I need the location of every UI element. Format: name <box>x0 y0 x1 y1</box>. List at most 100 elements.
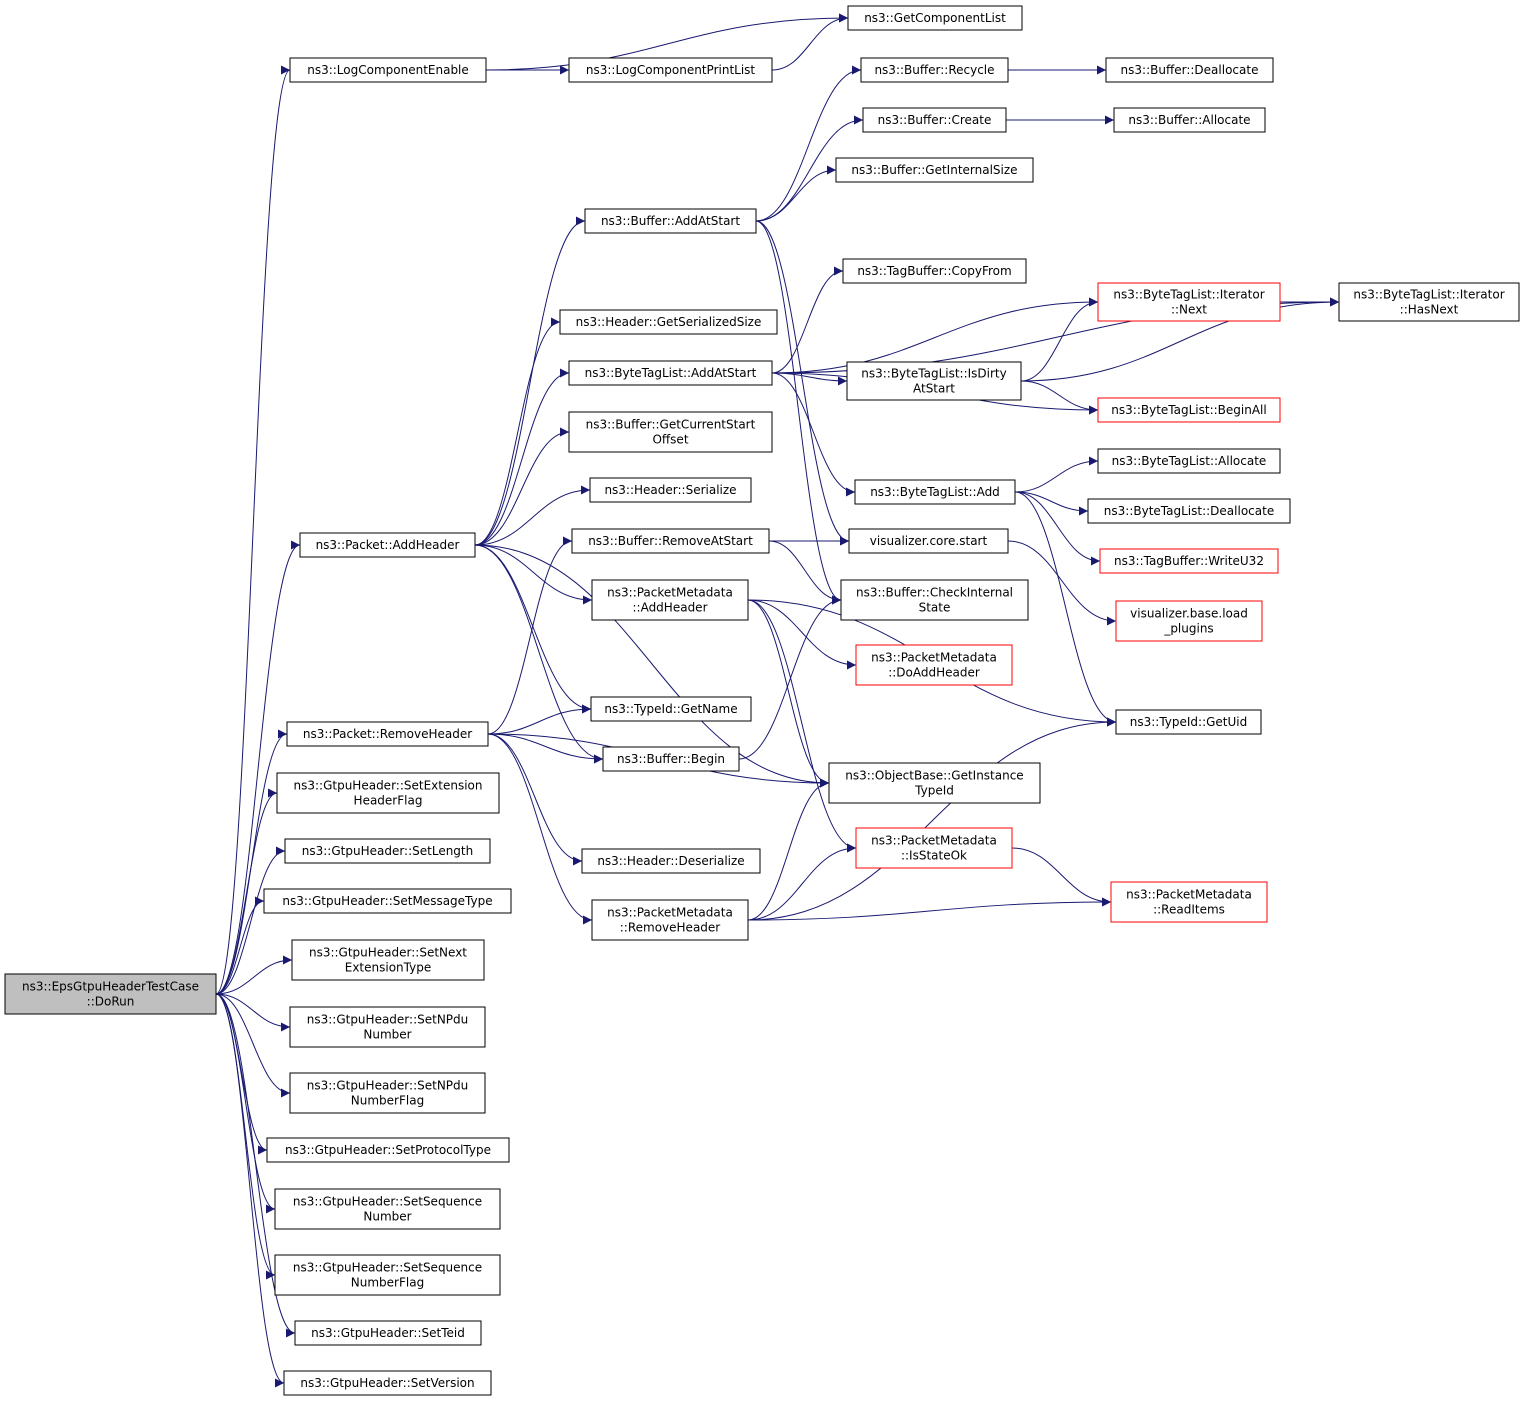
node-pAH[interactable]: ns3::Packet::AddHeader <box>299 532 476 558</box>
node-hDes[interactable]: ns3::Header::Deserialize <box>581 848 761 874</box>
edge-arrow <box>215 846 286 995</box>
node-label: ::RemoveHeader <box>620 921 721 935</box>
node-label: ns3::ByteTagList::Iterator <box>1353 288 1504 302</box>
edge-pmAH-to-pmDAH <box>747 599 857 670</box>
edge-arrow <box>771 297 1099 374</box>
edge-arrow <box>215 993 296 1338</box>
node-box <box>568 411 773 453</box>
node-pmRI[interactable]: ns3::PacketMetadata::ReadItems <box>1110 881 1268 923</box>
node-gcl[interactable]: ns3::GetComponentList <box>847 5 1023 31</box>
node-label: ns3::TagBuffer::CopyFrom <box>857 264 1011 278</box>
node-bGIS[interactable]: ns3::Buffer::GetInternalSize <box>835 157 1034 183</box>
node-pmRH[interactable]: ns3::PacketMetadata::RemoveHeader <box>591 899 749 941</box>
node-btlAdd[interactable]: ns3::ByteTagList::Add <box>854 479 1016 505</box>
node-vcs[interactable]: visualizer.core.start <box>848 528 1009 554</box>
edge-pmAH-to-pmISO <box>747 599 857 853</box>
edge-bBegin-to-bCIS <box>738 595 842 760</box>
node-gSPT[interactable]: ns3::GtpuHeader::SetProtocolType <box>266 1137 510 1163</box>
node-btlNext[interactable]: ns3::ByteTagList::Iterator::Next <box>1097 282 1281 322</box>
node-label: ns3::Buffer::GetInternalSize <box>851 163 1017 177</box>
node-tGU[interactable]: ns3::TypeId::GetUid <box>1115 709 1262 735</box>
node-pmISO[interactable]: ns3::PacketMetadata::IsStateOk <box>855 827 1013 869</box>
node-label: ns3::GtpuHeader::SetSequence <box>293 1261 482 1275</box>
node-label: visualizer.core.start <box>870 534 988 548</box>
edge-arrow <box>1020 380 1099 415</box>
edge-bAAS-to-bCIS <box>755 220 842 605</box>
node-box <box>1087 498 1291 524</box>
node-tbWU32[interactable]: ns3::TagBuffer::WriteU32 <box>1099 548 1279 574</box>
node-label: ns3::Buffer::RemoveAtStart <box>588 534 753 548</box>
edge-arrow <box>215 993 291 1098</box>
node-pRH[interactable]: ns3::Packet::RemoveHeader <box>286 721 489 747</box>
edge-arrow <box>755 220 842 605</box>
node-box <box>584 208 757 234</box>
node-btlAlloc[interactable]: ns3::ByteTagList::Allocate <box>1097 448 1281 474</box>
node-root[interactable]: ns3::EpsGtpuHeaderTestCase::DoRun <box>4 973 217 1015</box>
node-gST[interactable]: ns3::GtpuHeader::SetTeid <box>294 1320 482 1346</box>
edge-arrow <box>474 544 830 788</box>
node-bAAS[interactable]: ns3::Buffer::AddAtStart <box>584 208 757 234</box>
edge-pRH-to-tGN <box>487 704 592 735</box>
node-box <box>1115 709 1262 735</box>
edge-arrow <box>215 993 276 1214</box>
edge-arrow <box>747 778 830 921</box>
edge-arrow <box>474 544 604 764</box>
node-btlBA[interactable]: ns3::ByteTagList::BeginAll <box>1097 397 1281 423</box>
edge-pAH-to-bAAS <box>474 216 586 546</box>
node-vblp[interactable]: visualizer.base.load_plugins <box>1115 600 1263 642</box>
node-bRecycle[interactable]: ns3::Buffer::Recycle <box>860 57 1009 83</box>
node-box <box>263 888 512 914</box>
edge-arrow <box>1011 847 1112 907</box>
node-box <box>289 1072 486 1114</box>
node-bDealloc[interactable]: ns3::Buffer::Deallocate <box>1105 57 1274 83</box>
node-gSV[interactable]: ns3::GtpuHeader::SetVersion <box>283 1370 492 1396</box>
node-btlDealloc[interactable]: ns3::ByteTagList::Deallocate <box>1087 498 1291 524</box>
node-tGN[interactable]: ns3::TypeId::GetName <box>590 696 752 722</box>
node-label: ns3::Header::GetSerializedSize <box>576 315 762 329</box>
node-hGSS[interactable]: ns3::Header::GetSerializedSize <box>559 309 778 335</box>
node-box <box>1113 107 1266 133</box>
node-btlAAS[interactable]: ns3::ByteTagList::AddAtStart <box>568 360 773 386</box>
node-gSMT[interactable]: ns3::GtpuHeader::SetMessageType <box>263 888 512 914</box>
node-box <box>571 528 770 554</box>
node-label: _plugins <box>1163 622 1213 636</box>
node-btlHasNext[interactable]: ns3::ByteTagList::Iterator::HasNext <box>1338 282 1520 322</box>
node-box <box>274 1254 501 1296</box>
node-tbCF[interactable]: ns3::TagBuffer::CopyFrom <box>842 258 1027 284</box>
node-gSL[interactable]: ns3::GtpuHeader::SetLength <box>284 838 491 864</box>
node-bCreate[interactable]: ns3::Buffer::Create <box>862 107 1007 133</box>
node-box <box>862 107 1007 133</box>
node-box <box>854 479 1016 505</box>
node-lce[interactable]: ns3::LogComponentEnable <box>289 57 487 83</box>
node-hSer[interactable]: ns3::Header::Serialize <box>589 477 752 503</box>
edge-arrow <box>747 599 857 853</box>
node-label: ns3::PacketMetadata <box>607 586 733 600</box>
node-bBegin[interactable]: ns3::Buffer::Begin <box>602 746 740 772</box>
node-box <box>1099 548 1279 574</box>
edge-pmISO-to-pmRI <box>1011 847 1112 907</box>
node-bRAS[interactable]: ns3::Buffer::RemoveAtStart <box>571 528 770 554</box>
edge-root-to-gSNET <box>215 955 293 995</box>
edge-arrow <box>474 544 593 605</box>
node-bAlloc[interactable]: ns3::Buffer::Allocate <box>1113 107 1266 133</box>
node-pmAH[interactable]: ns3::PacketMetadata::AddHeader <box>591 579 749 621</box>
edge-btlAAS-to-tbCF <box>771 266 844 374</box>
node-box <box>568 57 773 83</box>
node-label: Number <box>363 1028 411 1042</box>
node-lcpl[interactable]: ns3::LogComponentPrintList <box>568 57 773 83</box>
edge-arrow <box>747 843 857 921</box>
node-label: ns3::Buffer::CheckInternal <box>856 586 1013 600</box>
node-pmDAH[interactable]: ns3::PacketMetadata::DoAddHeader <box>855 644 1013 686</box>
edge-btlAdd-to-tbWU32 <box>1014 491 1101 566</box>
node-label: Offset <box>652 433 688 447</box>
